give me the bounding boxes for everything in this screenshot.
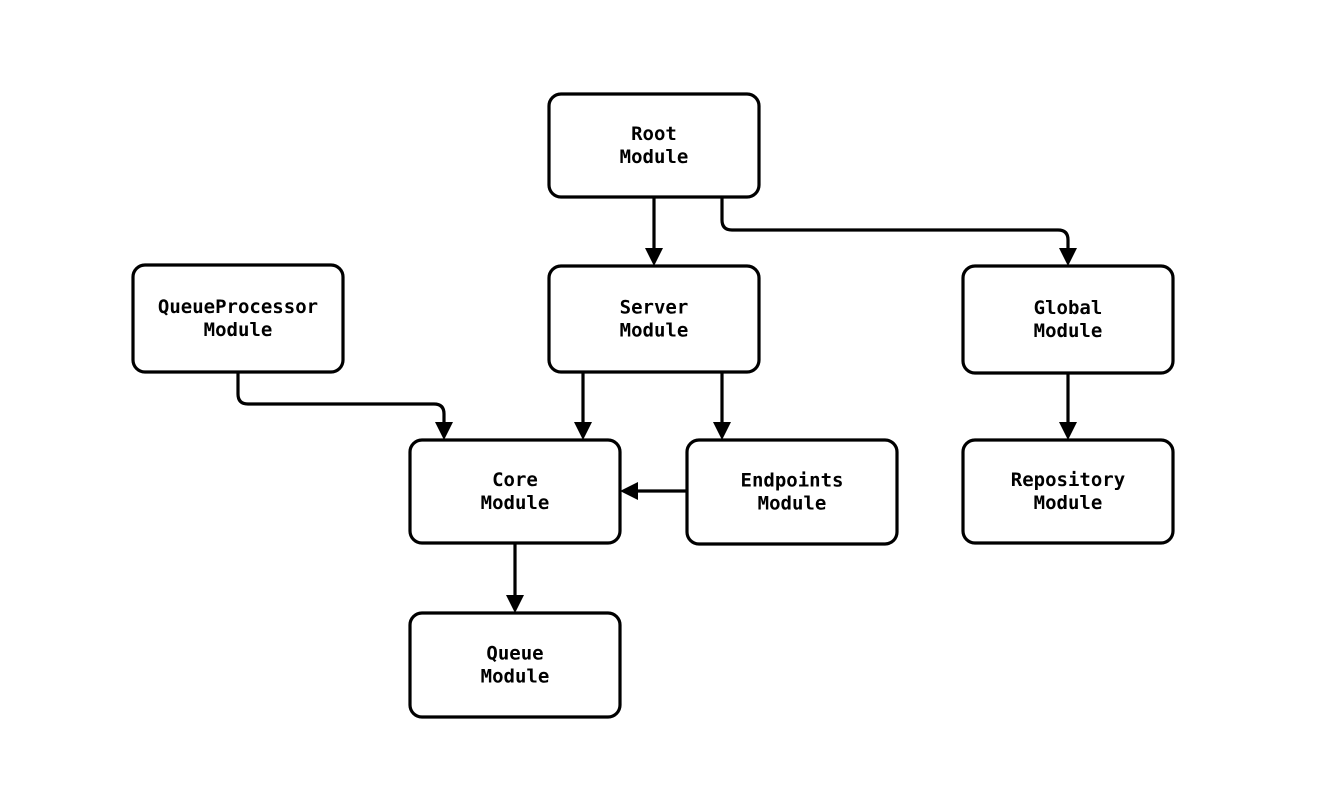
- node-label-secondary: Module: [620, 146, 689, 168]
- node-label-secondary: Module: [620, 320, 689, 342]
- arrowhead-down-icon: [1059, 248, 1077, 266]
- node-box[interactable]: [408, 438, 622, 545]
- edge-core-to-queue: [506, 543, 524, 613]
- arrowhead-down-icon: [645, 248, 663, 266]
- node-box[interactable]: [547, 92, 761, 199]
- edge-endpoints-to-core: [620, 482, 687, 500]
- node-label-secondary: Module: [481, 492, 550, 514]
- node-box[interactable]: [408, 611, 622, 719]
- node-box[interactable]: [547, 264, 761, 374]
- arrowhead-down-icon: [1059, 422, 1077, 440]
- node-label-secondary: Module: [1034, 492, 1103, 514]
- node-box[interactable]: [685, 438, 899, 546]
- node-box[interactable]: [961, 438, 1175, 545]
- node-label-secondary: Module: [481, 666, 550, 688]
- arrowhead-down-icon: [435, 422, 453, 440]
- node-box[interactable]: [961, 264, 1175, 375]
- edge-layer: [236, 197, 1077, 613]
- arrowhead-down-icon: [506, 595, 524, 613]
- edge-root-to-global: [720, 197, 1077, 266]
- node-label-secondary: Module: [1034, 320, 1103, 342]
- node-label-primary: Repository: [1011, 469, 1125, 491]
- node-label-primary: Queue: [486, 643, 543, 665]
- arrowhead-down-icon: [574, 422, 592, 440]
- edge-server-to-core: [574, 372, 592, 440]
- edge-global-to-repository: [1059, 373, 1077, 440]
- node-label-secondary: Module: [204, 319, 273, 341]
- arrowhead-left-icon: [620, 482, 638, 500]
- node-label-primary: Core: [492, 469, 538, 491]
- node-label-primary: QueueProcessor: [158, 296, 318, 318]
- node-label-primary: Global: [1034, 297, 1103, 319]
- node-label-primary: Endpoints: [741, 470, 844, 492]
- arrowhead-down-icon: [713, 422, 731, 440]
- node-label-primary: Server: [620, 297, 689, 319]
- node-label-secondary: Module: [758, 493, 827, 515]
- node-box[interactable]: [131, 263, 345, 374]
- edge-queueprocessor-to-core: [236, 372, 453, 440]
- edge-root-to-server: [645, 197, 663, 266]
- edge-server-to-endpoints: [713, 372, 731, 440]
- node-layer: RootModuleQueueProcessorModuleServerModu…: [131, 92, 1175, 719]
- edge-line: [720, 197, 1070, 252]
- edge-line: [236, 372, 446, 426]
- node-label-primary: Root: [631, 123, 677, 145]
